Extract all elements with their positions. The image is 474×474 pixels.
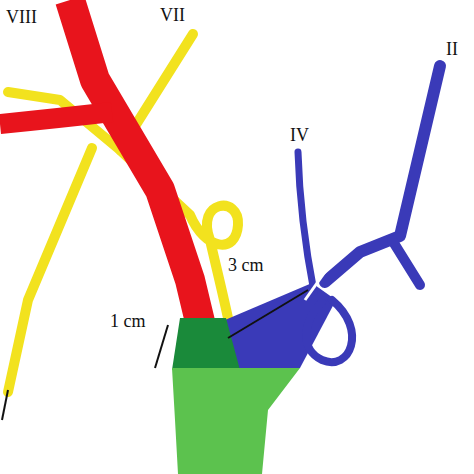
segment-label: IV (290, 126, 309, 146)
dimension-line (228, 290, 308, 338)
segment-label: II (446, 40, 458, 60)
blue-duct (306, 300, 352, 362)
blue-duct (325, 66, 440, 282)
dimension-line (155, 325, 168, 368)
dimension-label: 3 cm (228, 256, 264, 276)
common-duct (172, 368, 300, 474)
red-duct (70, 0, 201, 326)
duct-gap (305, 262, 332, 300)
segment-label: VIII (6, 8, 37, 28)
segment-label: VII (160, 6, 185, 26)
dimension-label: 1 cm (110, 312, 146, 332)
red-duct (0, 112, 112, 124)
yellow-duct (8, 148, 92, 392)
blue-duct (392, 240, 420, 285)
blue-duct (298, 152, 314, 292)
duct-tip (2, 390, 8, 420)
confluence (172, 318, 240, 370)
